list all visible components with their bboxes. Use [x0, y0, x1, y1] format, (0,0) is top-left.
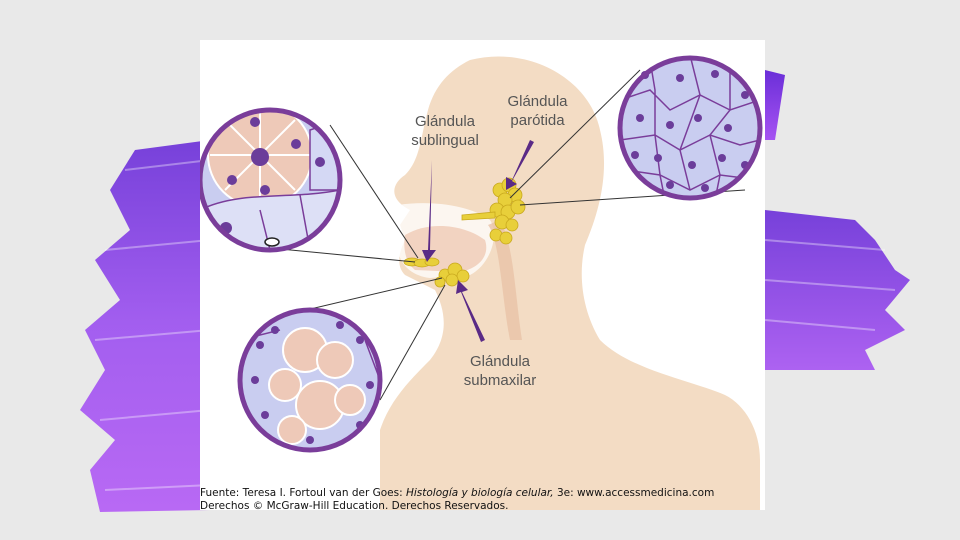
brush-stroke-right [765, 70, 910, 370]
label-sublingual-line2: sublingual [411, 132, 479, 149]
pointer-arrows [422, 140, 534, 342]
label-parotid-gland: Glándula parótida [495, 92, 580, 130]
caption-source-line: Fuente: Teresa I. Fortoul van der Goes: … [200, 487, 780, 500]
head-silhouette [380, 56, 760, 510]
magnified-submaxilar-tissue [237, 307, 383, 453]
caption-rights: Derechos © McGraw-Hill Education. Derech… [200, 500, 509, 512]
arrow-parotid [506, 140, 534, 190]
magnified-parotid-tissue [617, 55, 763, 201]
brush-stroke-left [80, 140, 210, 512]
parotid-gland [461, 177, 526, 245]
caption-prefix: Fuente: Teresa I. Fortoul van der Goes: [200, 487, 406, 499]
label-parotid-line1: Glándula [507, 93, 568, 110]
diagram-slide: Glándula sublingual Glándula parótida Gl… [200, 40, 765, 510]
arrow-submaxilar [456, 280, 485, 342]
label-submaxilar-gland: Glándula submaxilar [455, 352, 545, 390]
label-sublingual-gland: Glándula sublingual [400, 112, 490, 150]
label-sublingual-line1: Glándula [414, 113, 476, 130]
label-parotid-line2: parótida [510, 112, 565, 129]
label-submaxilar-line2: submaxilar [463, 372, 537, 389]
arrow-sublingual [422, 160, 436, 262]
label-submaxilar-line1: Glándula [469, 353, 531, 370]
submaxilar-gland [434, 262, 470, 288]
source-caption: Fuente: Teresa I. Fortoul van der Goes: … [200, 487, 780, 513]
pharynx [488, 220, 522, 340]
caption-suffix: 3e: www.accessmedicina.com [553, 487, 715, 499]
sublingual-gland [403, 257, 440, 268]
salivary-glands-diagram [200, 55, 763, 510]
magnified-sublingual-tissue [200, 107, 343, 253]
caption-book-title: Histología y biología celular, [405, 487, 554, 499]
